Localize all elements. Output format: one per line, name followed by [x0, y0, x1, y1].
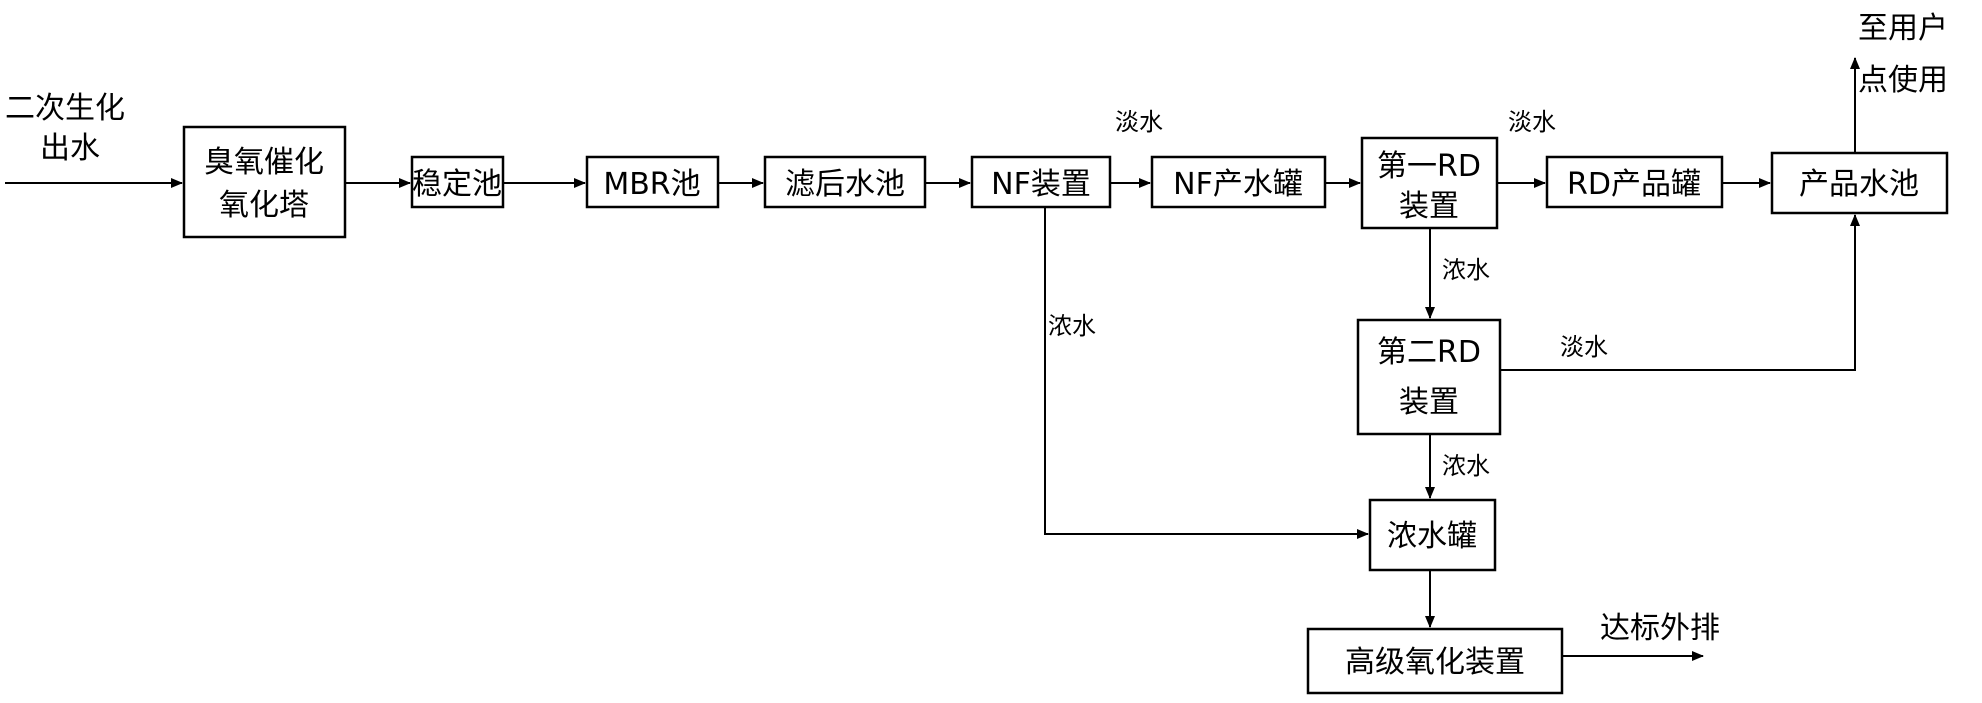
box-stable-pool: 稳定池 — [410, 155, 505, 209]
input-label-line2: 出水 — [40, 131, 100, 166]
box-nftank-label: NF产水罐 — [1173, 167, 1303, 202]
box-rd2-line1: 第二RD — [1377, 335, 1481, 370]
box-rdtank-label: RD产品罐 — [1567, 167, 1701, 202]
discharge-label: 达标外排 — [1600, 611, 1720, 646]
box-rd1: 第一RD 装置 — [1360, 136, 1499, 230]
box-filtered-label: 滤后水池 — [785, 167, 905, 202]
box-brinetank-label: 浓水罐 — [1387, 519, 1477, 554]
label-fresh-rd2: 淡水 — [1560, 333, 1608, 361]
box-product-pool: 产品水池 — [1770, 151, 1949, 215]
box-rd1-line2: 装置 — [1399, 189, 1459, 224]
label-brine-nf: 浓水 — [1048, 312, 1096, 340]
box-aop-label: 高级氧化装置 — [1345, 645, 1525, 680]
label-brine-rd1: 浓水 — [1442, 256, 1490, 284]
label-fresh-nf: 淡水 — [1115, 108, 1163, 136]
box-product-label: 产品水池 — [1799, 167, 1919, 202]
box-brine-tank: 浓水罐 — [1368, 498, 1497, 572]
label-fresh-rd1: 淡水 — [1508, 108, 1556, 136]
box-ozone-tower: 臭氧催化 氧化塔 — [182, 125, 347, 239]
box-rd1-line1: 第一RD — [1377, 149, 1481, 184]
box-advanced-oxidation: 高级氧化装置 — [1306, 627, 1564, 695]
arrow-nf-to-brinetank — [1044, 207, 1369, 539]
box-rd-product-tank: RD产品罐 — [1545, 155, 1724, 209]
box-nf-tank: NF产水罐 — [1150, 155, 1327, 209]
box-ozone-line1: 臭氧催化 — [204, 145, 324, 180]
box-filtered-pool: 滤后水池 — [763, 155, 927, 209]
box-nf-label: NF装置 — [991, 167, 1091, 202]
box-mbr-label: MBR池 — [603, 167, 700, 202]
output-user-line1: 至用户 — [1858, 11, 1948, 46]
label-brine-rd2: 浓水 — [1442, 452, 1490, 480]
box-mbr: MBR池 — [585, 155, 720, 209]
box-stable-label: 稳定池 — [412, 167, 502, 202]
box-ozone-line2: 氧化塔 — [219, 188, 309, 223]
output-user-line2: 点使用 — [1858, 63, 1948, 98]
arrow-rd2-to-product — [1500, 214, 1860, 371]
box-rd2-line2: 装置 — [1399, 385, 1459, 420]
input-label-line1: 二次生化 — [5, 91, 125, 126]
box-rd2: 第二RD 装置 — [1356, 318, 1502, 436]
box-nf-unit: NF装置 — [970, 155, 1112, 209]
connectors — [5, 57, 1860, 661]
